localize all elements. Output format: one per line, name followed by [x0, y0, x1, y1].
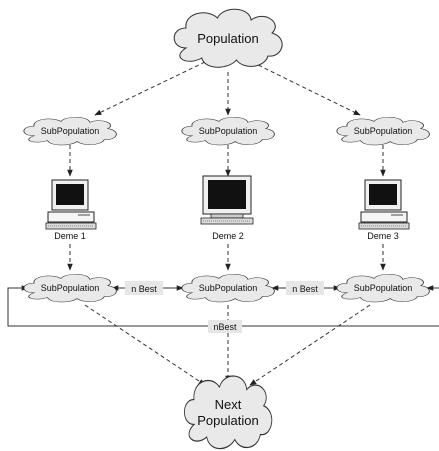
ring-label: nBest	[213, 322, 237, 332]
subpopulation-label-1: SubPopulation	[41, 126, 100, 136]
deme-label-3: Deme 3	[367, 231, 399, 241]
computer-icon-deme-1	[45, 179, 97, 230]
edge-sub6-next	[249, 304, 371, 386]
next-population-label-line2: Population	[197, 413, 258, 428]
edge-pop-sub1	[94, 61, 206, 116]
next-population-label-line1: Next	[215, 397, 242, 412]
deme-label-2: Deme 2	[212, 231, 244, 241]
subpopulation-label-4: SubPopulation	[41, 283, 100, 293]
subpopulation-label-5: SubPopulation	[199, 283, 258, 293]
computer-icon-deme-2	[200, 175, 254, 225]
exchange-label-1: n Best	[131, 284, 157, 294]
subpopulation-label-3: SubPopulation	[354, 126, 413, 136]
ring-tag-bg	[208, 320, 242, 333]
exchange-label-2: n Best	[292, 284, 318, 294]
exchange-tag-bg-2	[286, 281, 324, 295]
subpopulation-label-6: SubPopulation	[354, 283, 413, 293]
population-label: Population	[197, 31, 258, 46]
subpopulation-label-2: SubPopulation	[199, 126, 258, 136]
computer-icon-deme-3	[358, 179, 410, 230]
edge-sub4-next	[84, 304, 206, 386]
edge-pop-sub3	[251, 61, 361, 116]
deme-label-1: Deme 1	[54, 231, 86, 241]
exchange-tag-bg-1	[125, 281, 163, 295]
